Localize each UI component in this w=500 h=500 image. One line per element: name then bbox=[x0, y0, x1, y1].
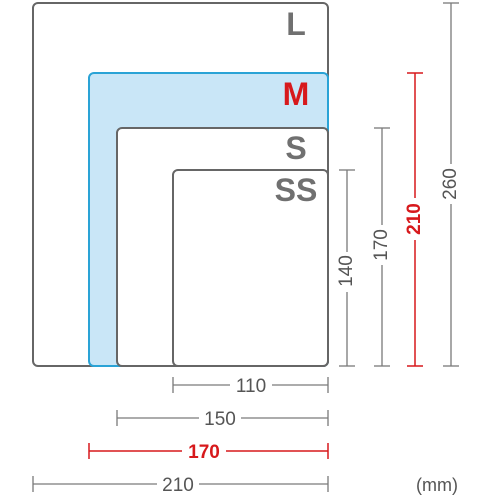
size-s-label: S bbox=[285, 130, 306, 166]
height-value-s: 170 bbox=[371, 229, 392, 261]
size-ss-label: SS bbox=[275, 172, 318, 208]
size-l-label: L bbox=[286, 6, 306, 42]
size-ss-outline bbox=[172, 169, 329, 367]
unit-label: (mm) bbox=[416, 475, 458, 495]
height-value-ss: 140 bbox=[336, 255, 357, 287]
height-dimensions: 140 170 210 260 bbox=[336, 2, 462, 367]
width-value-s: 150 bbox=[204, 409, 236, 430]
size-m-label: M bbox=[283, 76, 310, 112]
height-value-m: 210 bbox=[404, 203, 425, 235]
width-dimensions: 110 150 170 210 bbox=[32, 374, 329, 496]
size-outlines bbox=[32, 2, 329, 367]
height-value-l: 260 bbox=[440, 168, 461, 200]
width-value-m: 170 bbox=[188, 442, 220, 463]
width-value-l: 210 bbox=[162, 475, 194, 496]
size-labels: L M S SS bbox=[275, 6, 318, 208]
width-value-ss: 110 bbox=[236, 376, 266, 397]
